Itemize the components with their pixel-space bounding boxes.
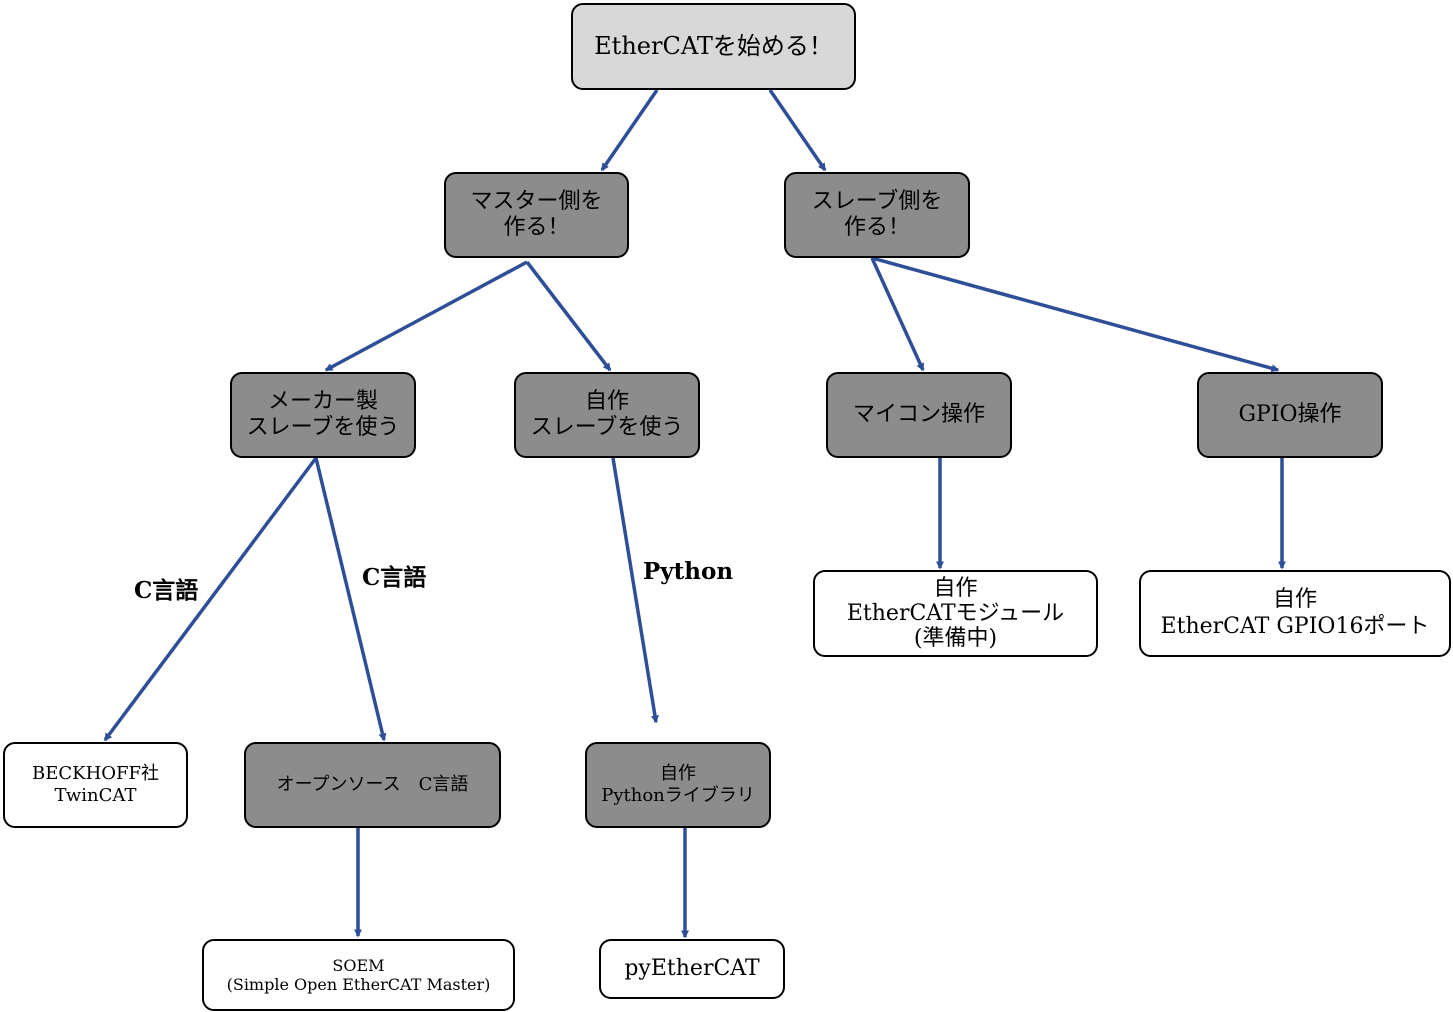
master-side-node: マスター側を 作る！ [444, 172, 629, 258]
custom-slave-line-1: 自作 [584, 388, 629, 414]
opensource-node-label: オープンソース C言語 [276, 774, 469, 796]
edge-root-to-slave [768, 89, 827, 172]
custom-gpio16-node: 自作 EtherCAT GPIO16ポート [1139, 570, 1451, 657]
slave-side-line-1: スレーブ側を [811, 188, 943, 214]
custom-slave-line-2: スレーブを使う [530, 415, 684, 440]
soem-line-1: SOEM [332, 955, 385, 975]
gpio-node-label: GPIO操作 [1238, 401, 1342, 427]
mcu-node-label: マイコン操作 [852, 401, 985, 427]
maker-slave-line-2: スレーブを使う [246, 415, 400, 440]
master-side-line-2: 作る！ [503, 215, 570, 240]
opensource-node: オープンソース C言語 [244, 742, 501, 828]
python-lib-line-1: 自作 [660, 763, 696, 785]
edge-master-to-custom-slave [525, 260, 612, 372]
edge-custom-slave-to-python-lib [611, 457, 659, 724]
custom-module-line-2: EtherCATモジュール [846, 600, 1065, 626]
root-node: EtherCATを始める！ [571, 3, 856, 90]
edge-label-c-lang-2: C言語 [362, 564, 427, 591]
custom-module-node: 自作 EtherCATモジュール (準備中) [813, 570, 1098, 657]
custom-gpio16-line-2: EtherCAT GPIO16ポート [1160, 613, 1430, 639]
beckhoff-line-2: TwinCAT [54, 785, 137, 806]
pyethercat-node: pyEtherCAT [599, 939, 785, 999]
edge-slave-to-mcu [870, 257, 925, 372]
slave-side-line-2: 作る！ [843, 215, 910, 240]
mcu-node: マイコン操作 [826, 372, 1012, 458]
edge-label-python: Python [643, 558, 734, 585]
python-lib-node: 自作 Pythonライブラリ [585, 742, 771, 828]
edge-maker-slave-to-opensource [314, 457, 387, 742]
maker-slave-line-1: メーカー製 [267, 388, 378, 414]
master-side-line-1: マスター側を [470, 188, 603, 214]
python-lib-line-2: Pythonライブラリ [601, 785, 755, 806]
soem-line-2: (Simple Open EtherCAT Master) [226, 975, 491, 994]
custom-module-line-1: 自作 [933, 575, 978, 601]
soem-node: SOEM (Simple Open EtherCAT Master) [202, 939, 515, 1011]
custom-module-line-3: (準備中) [913, 626, 998, 652]
custom-slave-node: 自作 スレーブを使う [514, 372, 700, 458]
beckhoff-node: BECKHOFF社 TwinCAT [3, 742, 188, 828]
custom-gpio16-line-1: 自作 [1272, 587, 1317, 613]
edge-maker-slave-to-beckhoff [103, 456, 318, 742]
edge-master-to-maker-slave [324, 260, 528, 372]
beckhoff-line-1: BECKHOFF社 [31, 763, 160, 785]
edge-root-to-master [600, 89, 659, 172]
slave-side-node: スレーブ側を 作る！ [784, 172, 970, 258]
edge-slave-to-gpio [871, 256, 1280, 373]
maker-slave-node: メーカー製 スレーブを使う [230, 372, 416, 458]
root-node-label: EtherCATを始める！ [594, 32, 833, 61]
gpio-node: GPIO操作 [1197, 372, 1383, 458]
edge-label-c-lang-1: C言語 [134, 577, 199, 604]
pyethercat-node-label: pyEtherCAT [624, 955, 760, 981]
